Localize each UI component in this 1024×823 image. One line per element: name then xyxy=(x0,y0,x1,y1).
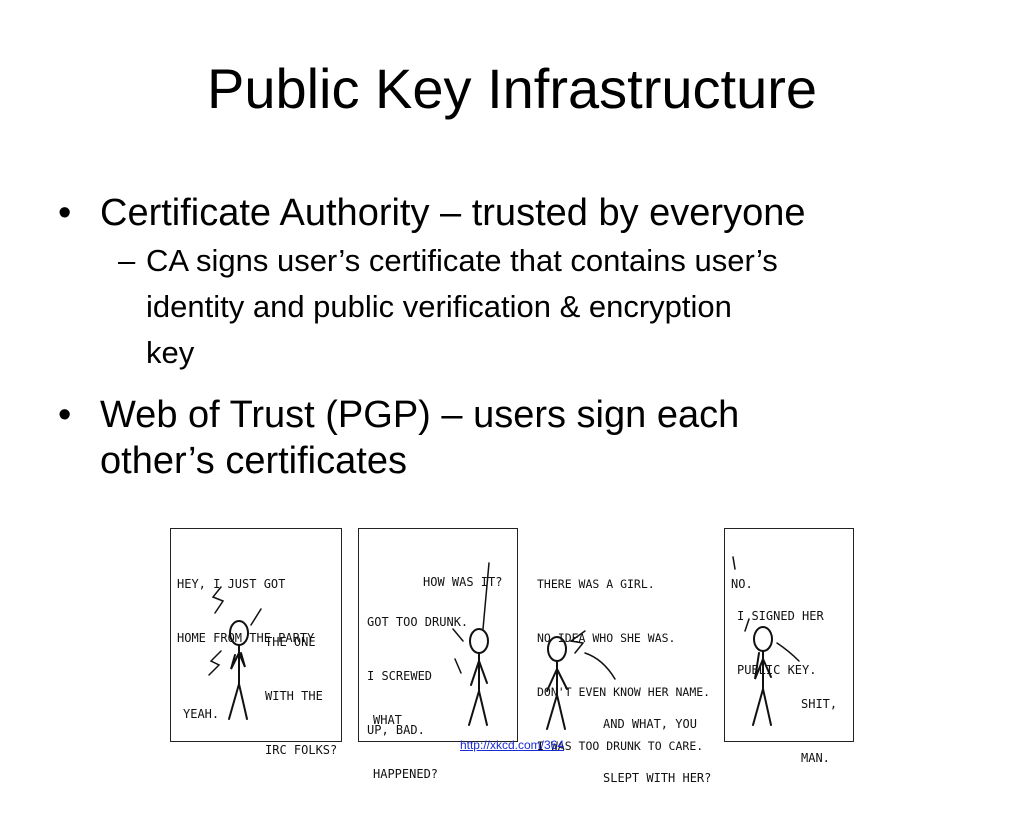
stick-figure-drawing xyxy=(208,586,262,720)
bullet-web-of-trust: • Web of Trust (PGP) – users sign each o… xyxy=(58,392,978,484)
sub-bullet-ca-signs: – CA signs user’s certificate that conta… xyxy=(118,238,978,376)
bullet-list: • Certificate Authority – trusted by eve… xyxy=(58,190,978,484)
comic-panel-3: THERE WAS A GIRL. NO IDEA WHO SHE WAS. D… xyxy=(532,528,718,785)
xkcd-comic-strip: HEY, I JUST GOT HOME FROM THE PARTY THE … xyxy=(170,528,856,785)
bullet-line: other’s certificates xyxy=(100,440,407,482)
sub-bullet-line: CA signs user’s certificate that contain… xyxy=(146,243,778,278)
comic-panel-4: NO. I SIGNED HER PUBLIC KEY. SHIT, MAN. xyxy=(724,528,854,765)
stick-figure-drawing xyxy=(732,556,800,726)
comic-panel-1: HEY, I JUST GOT HOME FROM THE PARTY THE … xyxy=(170,528,342,757)
bullet-line: Web of Trust (PGP) – users sign each xyxy=(100,394,740,436)
sub-bullet-line: key xyxy=(146,335,195,370)
sub-bullet-line: identity and public verification & encry… xyxy=(146,289,732,324)
slide-title: Public Key Infrastructure xyxy=(206,57,818,120)
bullet-glyph: • xyxy=(58,394,72,436)
bullet-glyph: • xyxy=(58,192,72,234)
dash-glyph: – xyxy=(118,243,136,278)
stick-figure-drawing xyxy=(452,562,490,726)
stick-figure-drawing xyxy=(546,630,616,730)
bullet-certificate-authority: • Certificate Authority – trusted by eve… xyxy=(58,190,978,236)
xkcd-source-link[interactable]: http://xkcd.com/364 xyxy=(459,738,565,752)
comic-panel-2: HOW WAS IT? GOT TOO DRUNK. I SCREWED UP,… xyxy=(358,528,518,781)
bullet-text: Certificate Authority – trusted by every… xyxy=(100,192,806,234)
